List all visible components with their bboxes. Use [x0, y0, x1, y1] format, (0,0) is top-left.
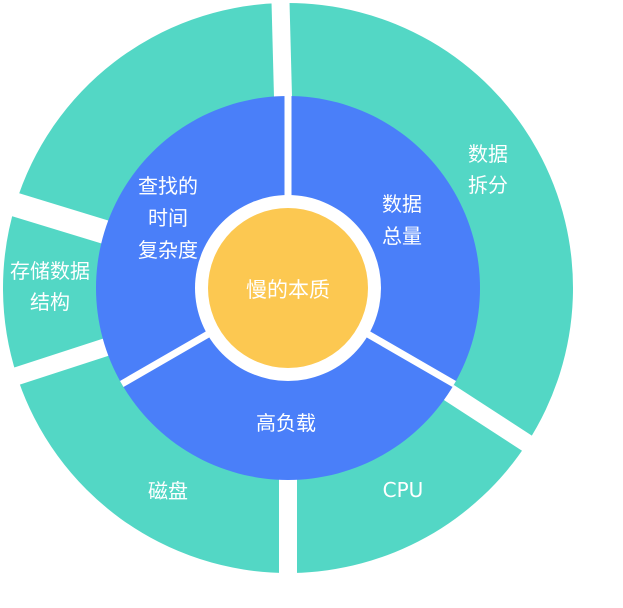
outer-ring-gap: [4, 333, 125, 388]
middle-segment-data-volume: [288, 96, 480, 384]
middle-segment-lookup-complexity: [96, 96, 288, 384]
middle-segment-high-load: [121, 330, 455, 480]
core-label: 慢的本质: [246, 278, 330, 302]
outer-label-storage-structure: 存储数据结构: [10, 259, 90, 314]
outer-segment-cpu: [291, 386, 528, 573]
core-circle: [208, 208, 368, 368]
outer-ring-gap: [2, 190, 125, 249]
outer-segment-disk: [16, 343, 289, 573]
outer-ring-gap: [429, 375, 541, 457]
outer-label-cpu: CPU: [383, 478, 424, 502]
outer-label-disk: 磁盘: [148, 479, 188, 503]
middle-ring-gap: [119, 327, 216, 388]
middle-label-data-volume: 数据总量: [382, 192, 422, 248]
outer-label-data-split: 数据拆分: [468, 142, 508, 197]
middle-label-high-load: 高负载: [256, 411, 316, 435]
core-circle-group: [195, 195, 381, 381]
middle-ring: [96, 96, 480, 480]
outer-ring-gap: [271, 0, 293, 114]
middle-ring-gap: [360, 327, 457, 388]
outer-segment-top-left: [15, 3, 282, 236]
middle-label-lookup-complexity: 查找的时间复杂度: [138, 174, 198, 262]
outer-segment-storage-structure: [2, 204, 117, 377]
